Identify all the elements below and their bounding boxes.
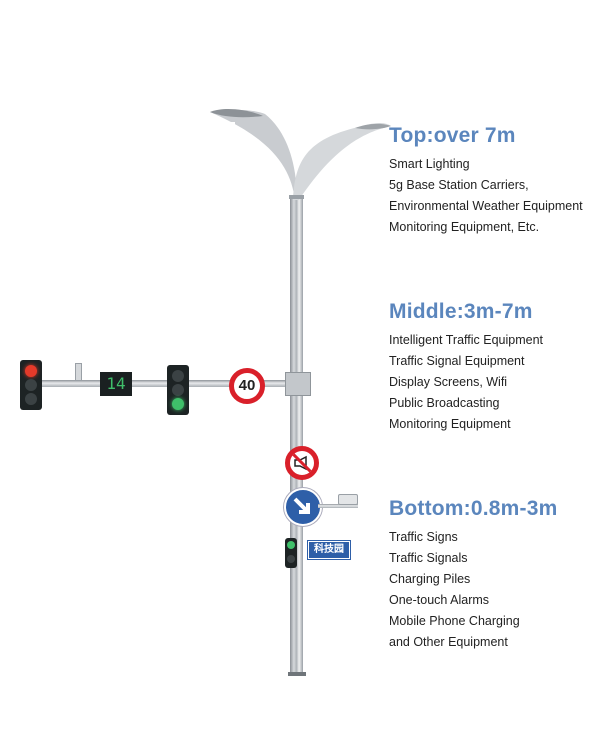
list-item: Monitoring Equipment	[389, 417, 511, 431]
list-item: Monitoring Equipment, Etc.	[389, 220, 540, 234]
list-item: 5g Base Station Carriers,	[389, 178, 529, 192]
arrow-down-right-icon	[293, 497, 310, 514]
pedestrian-signal	[285, 538, 297, 568]
arm-clamp	[285, 372, 311, 396]
street-lamp-heads-icon	[210, 109, 391, 200]
list-item: Environmental Weather Equipment	[389, 199, 583, 213]
list-item: Smart Lighting	[389, 157, 470, 171]
section-title-middle: Middle:3m-7m	[389, 300, 533, 323]
list-item: Charging Piles	[389, 572, 471, 586]
pole-collar	[289, 195, 304, 199]
main-pole	[290, 195, 303, 675]
list-item: Display Screens, Wifi	[389, 375, 508, 389]
surveillance-camera-icon	[338, 494, 358, 505]
list-item: Public Broadcasting	[389, 396, 500, 410]
list-item: One-touch Alarms	[389, 593, 490, 607]
list-item: Intelligent Traffic Equipment	[389, 333, 544, 347]
countdown-display: 14	[100, 372, 132, 396]
direction-arrow-sign	[284, 488, 322, 526]
camera-icon	[75, 363, 82, 381]
traffic-signal-middle	[167, 365, 189, 415]
street-name-sign: 科技园	[308, 541, 350, 559]
list-item: Mobile Phone Charging	[389, 614, 520, 628]
list-item: and Other Equipment	[389, 635, 508, 649]
section-title-top: Top:over 7m	[389, 124, 516, 147]
list-item: Traffic Signs	[389, 530, 458, 544]
list-item: Traffic Signal Equipment	[389, 354, 525, 368]
traffic-signal-left	[20, 360, 42, 410]
camera-arm	[318, 504, 358, 508]
no-horn-sign	[285, 446, 319, 480]
section-title-bottom: Bottom:0.8m-3m	[389, 497, 558, 520]
pole-base	[288, 672, 306, 676]
list-item: Traffic Signals	[389, 551, 468, 565]
speed-limit-sign: 40	[229, 368, 265, 404]
horn-icon	[290, 451, 314, 475]
